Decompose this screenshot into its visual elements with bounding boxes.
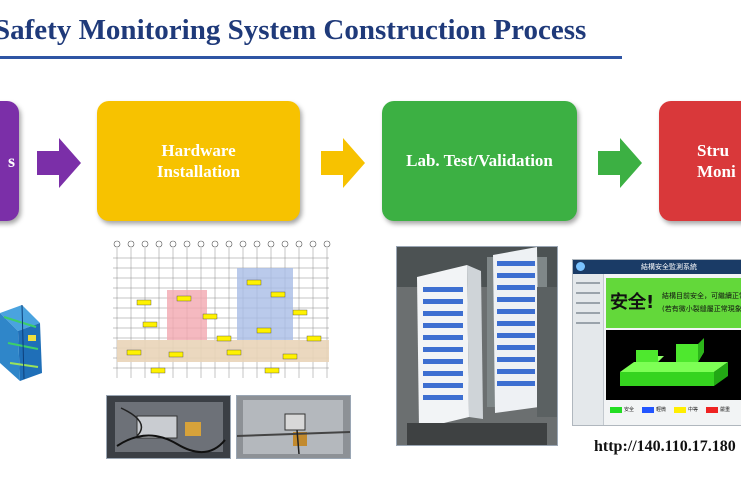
step-label: s — [7, 150, 15, 171]
sensor-photo-1 — [106, 395, 231, 459]
step-label-line: Moni — [697, 162, 736, 181]
legend-label: 嚴重 — [720, 407, 731, 413]
screen-header: 結構安全監測系統 — [573, 260, 741, 274]
flow-arrow-icon — [37, 138, 81, 188]
status-line-2: (若有微小裂縫屬正常現象) — [662, 305, 741, 313]
step-box-design: s — [0, 101, 19, 221]
legend-swatch — [706, 407, 718, 413]
status-banner: 安全! 結構目前安全，可繼續正常使用 (若有微小裂縫屬正常現象) — [606, 278, 741, 328]
sensor-layout-drawing — [107, 240, 332, 383]
screen-sidebar — [573, 274, 604, 425]
sensor-photo-2 — [236, 395, 351, 459]
status-legend: 安全 輕微 中等 嚴重 — [606, 405, 741, 417]
legend-swatch — [642, 407, 654, 413]
flow-arrow-icon — [321, 138, 365, 188]
step-label-line: Hardware — [161, 141, 236, 160]
monitoring-screen: 結構安全監測系統 安全! 結構目前安全，可繼續正常使用 (若有微小裂縫屬正常現象… — [572, 259, 741, 426]
step-label-line: Stru — [697, 141, 730, 160]
step-box-lab-test: Lab. Test/Validation — [382, 101, 577, 221]
legend-swatch — [610, 407, 622, 413]
flow-arrow-icon — [598, 138, 642, 188]
page-title: Safety Monitoring System Construction Pr… — [0, 14, 587, 46]
legend-swatch — [674, 407, 686, 413]
legend-label: 安全 — [624, 407, 635, 413]
lab-test-model-photo — [396, 246, 558, 446]
step-box-hardware-installation: Hardware Installation — [97, 101, 300, 221]
status-title: 安全! — [610, 292, 655, 313]
legend-label: 輕微 — [656, 407, 667, 413]
legend-label: 中等 — [688, 407, 699, 413]
step-box-structural-monitoring: Stru Moni — [659, 101, 741, 221]
title-underline — [0, 56, 622, 59]
screen-logo-icon — [576, 262, 585, 271]
status-line-1: 結構目前安全，可繼續正常使用 — [662, 292, 741, 300]
structural-model-image — [0, 283, 48, 393]
screen-header-title: 結構安全監測系統 — [641, 263, 697, 271]
step-label: Lab. Test/Validation — [406, 151, 553, 170]
system-url: http://140.110.17.180 — [594, 438, 736, 455]
step-label-line: Installation — [156, 162, 241, 181]
3d-status-view — [606, 330, 741, 400]
